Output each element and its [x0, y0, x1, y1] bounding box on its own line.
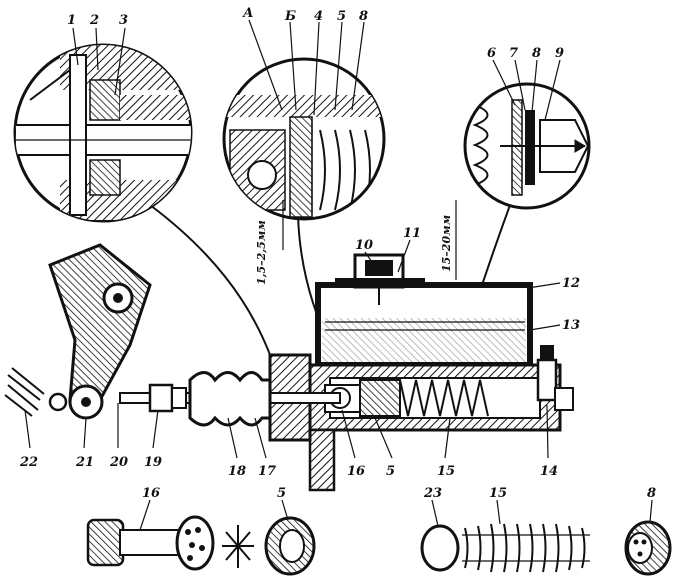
callout-12: 12: [562, 276, 580, 291]
callout-22: 22: [19, 455, 38, 470]
callout-2: 2: [89, 13, 99, 28]
return-spring: [4, 367, 45, 417]
pedal-lever: [48, 243, 152, 420]
callout-21: 21: [75, 455, 94, 470]
callout-20: 20: [109, 455, 128, 470]
callout-16-part: 16: [142, 486, 160, 501]
callout-14: 14: [540, 464, 558, 479]
callout-18: 18: [228, 464, 246, 479]
callout-8-part: 8: [647, 486, 656, 501]
detail-circle-right: [463, 82, 591, 210]
callout-11: 11: [403, 226, 421, 241]
loose-parts: [86, 515, 672, 576]
piston-part: [86, 515, 215, 571]
detail-circle-middle: [222, 57, 386, 221]
dimension-labels: 1,5–2,5мм 15–20мм: [255, 215, 453, 285]
callout-16-main: 16: [347, 464, 365, 479]
plug-part: [420, 524, 460, 572]
callout-5-top: 5: [337, 9, 346, 24]
valve-part: [624, 520, 672, 576]
callout-1: 1: [67, 13, 76, 28]
callout-23: 23: [423, 486, 442, 501]
detail-circle-left: [13, 43, 193, 223]
callout-10: 10: [355, 238, 373, 253]
callout-labels: 1 2 3 А Б 4 5 8 6 7 8 9 10 11 12 13 14 1…: [19, 6, 656, 501]
callout-8-top: 8: [359, 9, 368, 24]
label-ticks: [24, 19, 653, 531]
main-cylinder-assembly: [119, 253, 574, 492]
star-washer: [222, 525, 254, 568]
callout-6: 6: [487, 46, 496, 61]
callout-4: 4: [314, 9, 323, 24]
callout-A: А: [242, 6, 254, 21]
callout-B: Б: [284, 9, 296, 24]
callout-8-right: 8: [532, 46, 541, 61]
callout-7: 7: [509, 46, 518, 61]
callout-5-main: 5: [386, 464, 395, 479]
callout-5-part: 5: [277, 486, 286, 501]
callout-9: 9: [555, 46, 564, 61]
callout-19: 19: [144, 455, 162, 470]
dimension-gap-b: 15–20мм: [440, 215, 453, 272]
callout-15-part: 15: [489, 486, 507, 501]
callout-3: 3: [119, 13, 128, 28]
dimension-gap-a: 1,5–2,5мм: [255, 220, 268, 285]
cup-part: [264, 516, 316, 576]
spring-part: [462, 523, 590, 573]
callout-17: 17: [258, 464, 276, 479]
callout-13: 13: [562, 318, 580, 333]
callout-15-main: 15: [437, 464, 455, 479]
